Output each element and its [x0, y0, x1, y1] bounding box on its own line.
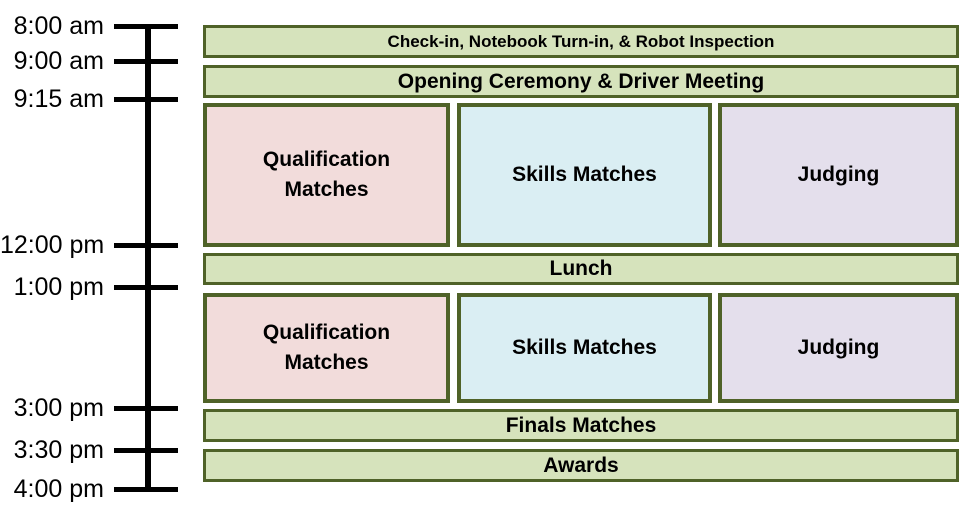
- event-lunch-label: Lunch: [549, 257, 613, 280]
- event-qualification-matches-afternoon-label: Qualification Matches: [262, 321, 391, 374]
- time-label-3pm: 3:00 pm: [13, 394, 104, 422]
- time-label-9am: 9:00 am: [13, 47, 104, 75]
- event-opening-ceremony-bar: Opening Ceremony & Driver Meeting: [203, 65, 959, 98]
- event-judging-afternoon-label: Judging: [797, 336, 880, 359]
- event-qualification-matches-morning: Qualification Matches: [203, 103, 450, 247]
- time-label-8am: 8:00 am: [13, 12, 104, 40]
- time-label-330pm: 3:30 pm: [13, 436, 104, 464]
- timeline-tick-4pm: [114, 487, 178, 492]
- event-skills-matches-afternoon-label: Skills Matches: [512, 336, 657, 359]
- event-checkin-bar: Check-in, Notebook Turn-in, & Robot Insp…: [203, 25, 959, 58]
- timeline-tick-330pm: [114, 448, 178, 453]
- event-lunch-bar: Lunch: [203, 253, 959, 285]
- event-skills-matches-afternoon: Skills Matches: [457, 293, 712, 403]
- timeline-tick-12pm: [114, 243, 178, 248]
- time-label-12pm: 12:00 pm: [0, 231, 105, 259]
- timeline-tick-1pm: [114, 285, 178, 290]
- event-opening-ceremony-label: Opening Ceremony & Driver Meeting: [397, 69, 765, 93]
- event-finals-matches-bar: Finals Matches: [203, 409, 959, 442]
- timeline-axis: [145, 24, 151, 492]
- time-label-4pm: 4:00 pm: [13, 475, 104, 503]
- event-qualification-matches-afternoon: Qualification Matches: [203, 293, 450, 403]
- timeline-tick-9am: [114, 59, 178, 64]
- time-label-915am: 9:15 am: [13, 85, 104, 113]
- timeline-tick-8am: [114, 24, 178, 29]
- event-awards-bar: Awards: [203, 449, 959, 482]
- event-awards-label: Awards: [543, 453, 619, 477]
- event-skills-matches-morning: Skills Matches: [457, 103, 712, 247]
- event-skills-matches-morning-label: Skills Matches: [512, 163, 657, 186]
- event-checkin-label: Check-in, Notebook Turn-in, & Robot Insp…: [387, 31, 775, 51]
- time-label-1pm: 1:00 pm: [13, 273, 104, 301]
- event-judging-afternoon: Judging: [718, 293, 959, 403]
- event-judging-morning: Judging: [718, 103, 959, 247]
- timeline-tick-915am: [114, 97, 178, 102]
- event-qualification-matches-morning-label: Qualification Matches: [262, 148, 391, 201]
- event-judging-morning-label: Judging: [797, 163, 880, 186]
- event-finals-matches-label: Finals Matches: [505, 413, 657, 437]
- timeline-tick-3pm: [114, 406, 178, 411]
